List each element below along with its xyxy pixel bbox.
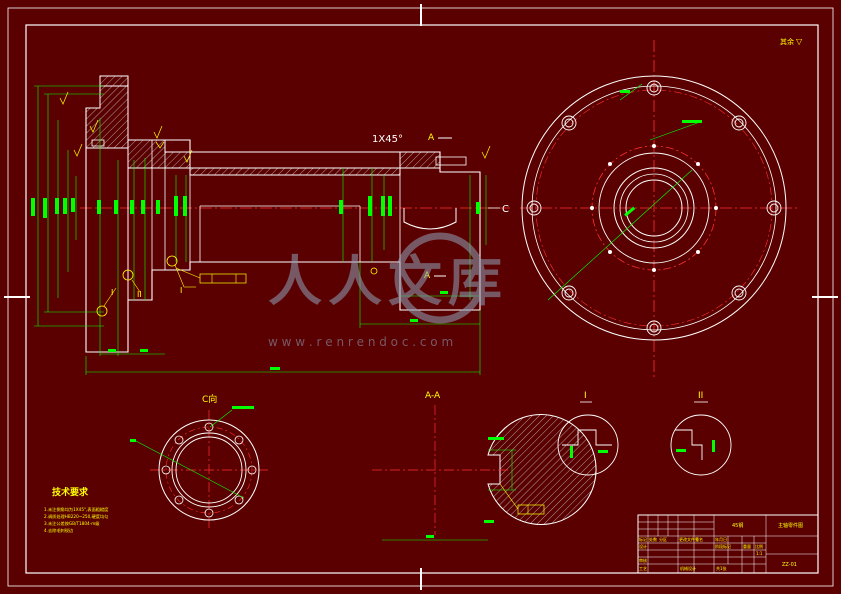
sheet-count: 共1张 (716, 565, 727, 571)
dimension-text-marks (31, 196, 480, 370)
section-aa-label: A-A (425, 391, 441, 401)
detail-view-1: I (557, 391, 619, 476)
small-cell: 重量 (743, 543, 751, 549)
watermark: 人人文库 w w w . r e n r e n d o c . c o m (268, 232, 508, 349)
technical-requirements: 技术要求 1.未注倒角均为1X45°,表面粗糙度 2.调质处理HB220~250… (44, 486, 109, 534)
tech-req-line: 3.未注公差按GB/T1804-m级 (44, 520, 100, 527)
section-label-a-top: A (428, 133, 435, 143)
detail-view-2: II (670, 391, 732, 476)
drawing-border (4, 4, 838, 590)
small-cell: 更改文件号 (679, 536, 699, 542)
drawing-number: ZZ-01 (782, 562, 797, 568)
tech-req-line: 4.去除毛刺锐边 (44, 527, 74, 534)
tech-req-line: 2.调质处理HB220~250,硬度均匀 (44, 513, 108, 520)
row-label: 工艺 (639, 566, 647, 571)
school-name: 机械设计 (680, 565, 696, 571)
detail-1-label: I (584, 391, 587, 401)
small-cell: 处数 (649, 536, 657, 542)
part-name: 主轴零件图 (778, 522, 803, 529)
small-cell: 比例 (755, 543, 763, 549)
watermark-url: w w w . r e n r e n d o c . c o m (268, 335, 453, 349)
leader-label-1: I (111, 288, 113, 297)
small-cell: 阶段标记 (715, 543, 731, 549)
scale: 1:1 (756, 551, 763, 556)
small-cell: 年月日 (715, 536, 727, 542)
c-direction-view: C向 (130, 393, 270, 530)
tech-req-line: 1.未注倒角均为1X45°,表面粗糙度 (44, 506, 109, 513)
small-cell: 分区 (659, 536, 667, 542)
c-view-label: C向 (202, 393, 217, 405)
row-label: 设计 (639, 543, 647, 549)
leader-label-3: I (180, 286, 182, 295)
title-block: 标记 设计 审核 工艺 处数 分区 更改文件号 签名 年月日 阶段标记 重量 比… (637, 514, 819, 574)
small-cell: 签名 (695, 536, 703, 542)
svg-text:▽: ▽ (796, 37, 803, 46)
flange-end-view (520, 40, 800, 380)
leader-label-2: II (137, 290, 142, 299)
watermark-text: 人人文库 (268, 249, 508, 313)
chamfer-note: 1X45° (372, 134, 403, 145)
detail-2-label: II (698, 391, 703, 401)
main-view-annotations: 1X45° A A C 其余 ▽ I II I (59, 37, 803, 317)
centerline-label: C (502, 204, 509, 215)
row-label: 标记 (639, 536, 647, 542)
row-label: 审核 (639, 557, 647, 563)
material: 45钢 (732, 522, 743, 529)
shaft-main-view (80, 75, 510, 353)
section-label-a-bottom: A (424, 271, 431, 281)
section-a-a: A-A (372, 391, 597, 541)
tech-req-title: 技术要求 (52, 486, 89, 498)
roughness-note: 其余 (780, 37, 794, 46)
